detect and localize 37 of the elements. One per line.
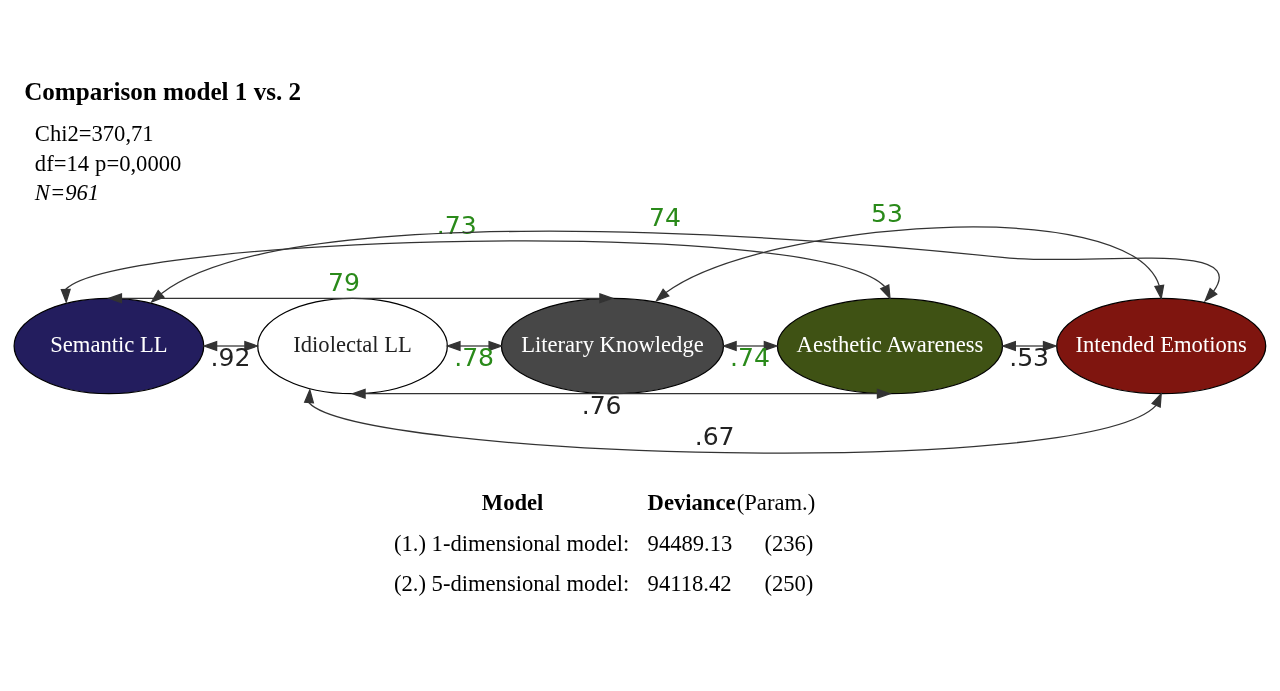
arrow <box>107 292 615 304</box>
label: 94118.42 <box>647 570 732 596</box>
edge-label: .67 <box>694 421 735 451</box>
label: Deviance <box>647 489 736 515</box>
edge-label: .78 <box>454 342 495 372</box>
label: (250) <box>764 570 814 596</box>
node-ellipse: Idiolectal LL <box>257 297 448 394</box>
node-ellipse: Aesthetic Awareness <box>776 297 1004 394</box>
edge-label: 74 <box>649 202 681 232</box>
arrow <box>721 340 779 351</box>
label: N=961 <box>34 179 100 205</box>
arrow <box>350 387 892 399</box>
edge-label: 79 <box>327 267 360 297</box>
edge-label: 53 <box>871 198 904 228</box>
arrow <box>60 240 891 304</box>
label: (1.) 1-dimensional model: <box>393 530 630 556</box>
label: Chi2=370,71 <box>34 120 154 146</box>
label: (236) <box>764 530 814 556</box>
node-ellipse: Intended Emotions <box>1056 297 1267 394</box>
edge-label: .53 <box>1009 342 1050 372</box>
label: (2.) 5-dimensional model: <box>393 570 630 596</box>
label: p=0,0000 <box>95 150 182 176</box>
label: Model <box>481 489 544 515</box>
node-ellipse: Semantic LL <box>13 297 205 394</box>
arrow <box>150 230 1220 303</box>
label: df=14 <box>34 150 90 176</box>
diagram-title: Comparison model 1 vs. 2 <box>24 77 302 105</box>
label: 94489.13 <box>647 530 733 556</box>
arrow <box>202 340 260 351</box>
arrow <box>303 387 1162 453</box>
edge-label: .74 <box>729 342 770 372</box>
arrow <box>1000 340 1058 351</box>
arrow <box>654 226 1165 302</box>
arrow <box>445 340 504 351</box>
edge-label: .92 <box>210 342 251 372</box>
label: (Param.) <box>736 489 816 515</box>
node-ellipse: Literary Knowledge <box>500 297 725 394</box>
